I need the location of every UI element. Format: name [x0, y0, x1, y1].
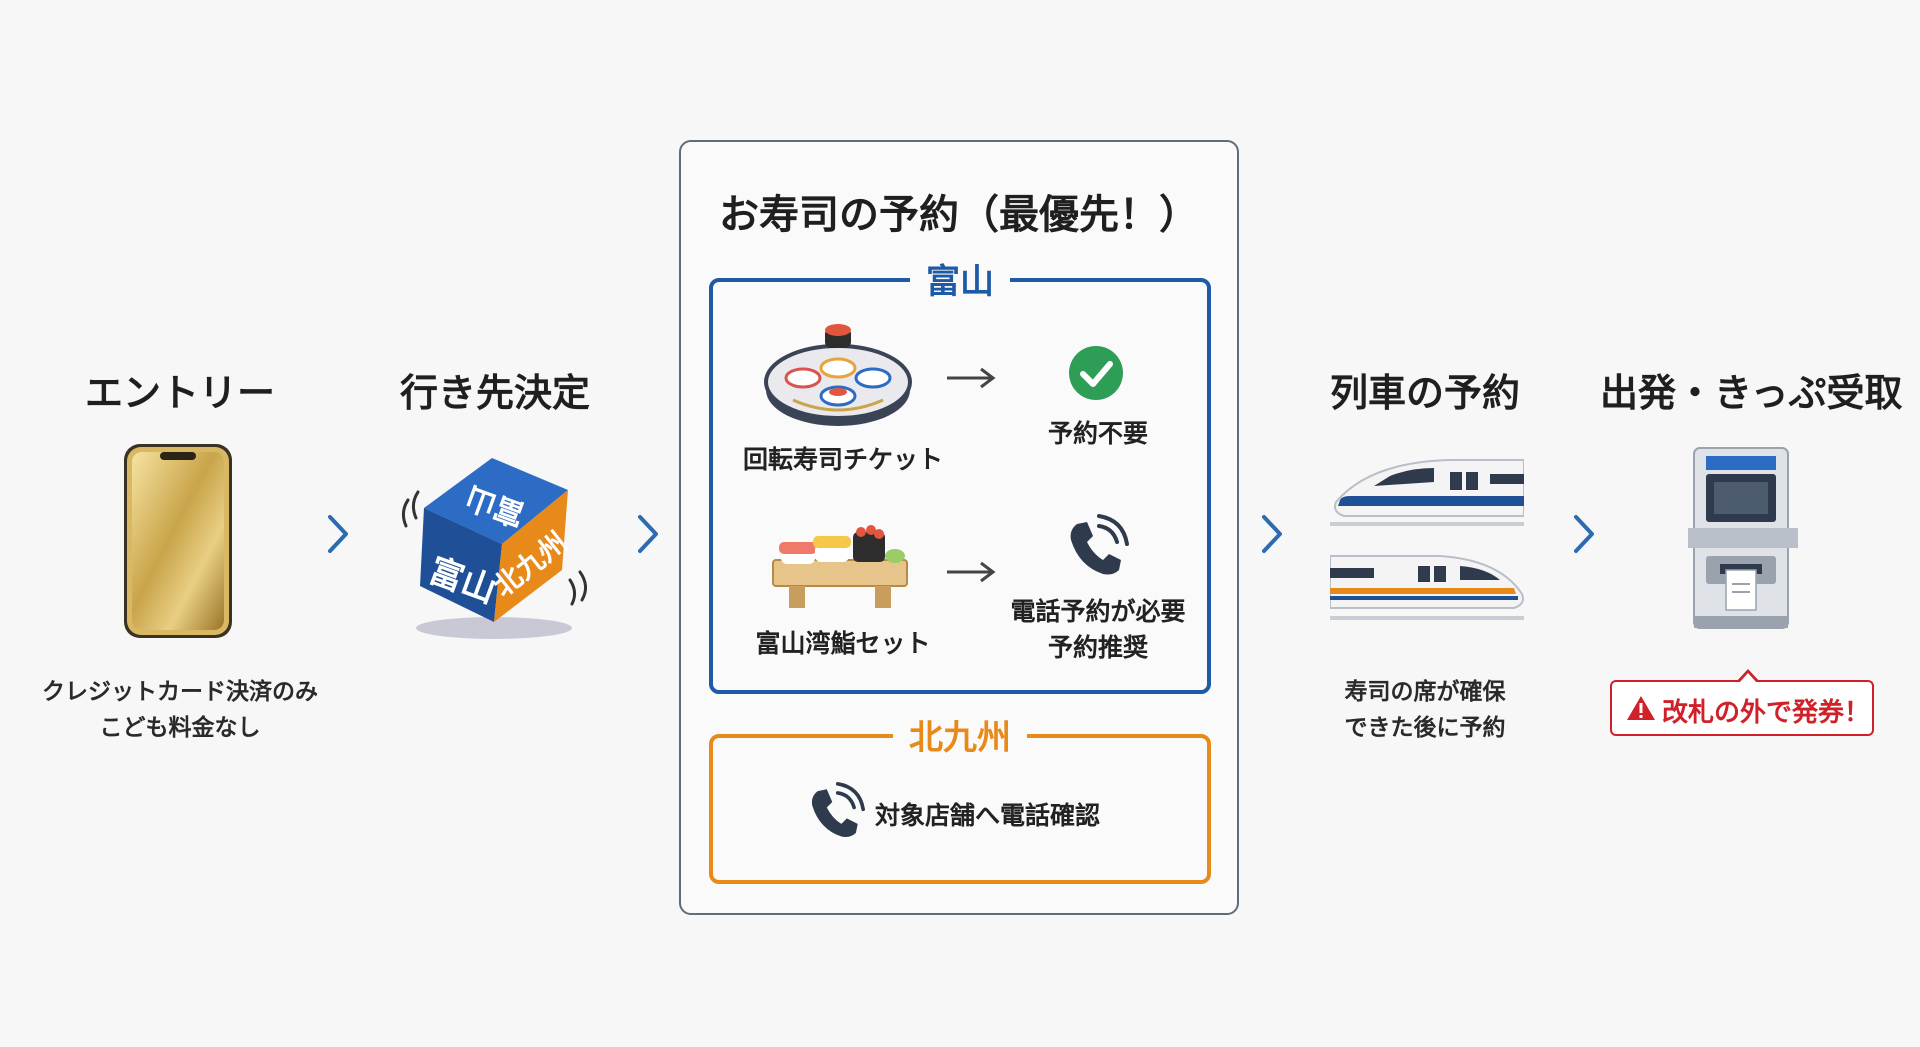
chevron-right-icon: [328, 515, 348, 553]
toyama-box: 富山 回転寿司チケット 予約不要: [709, 262, 1213, 694]
entry-note: クレジットカード決済のみ こども料金なし: [30, 674, 330, 746]
chevron-right-icon: [638, 515, 658, 553]
toyama-row2-item: 富山湾鮨セット: [755, 629, 931, 658]
warning-text: 改札の外で発券！: [1662, 698, 1871, 728]
step-title-destination: 行き先決定: [399, 371, 590, 415]
check-circle-icon: [1069, 346, 1123, 400]
toyama-row1-item: 回転寿司チケット: [742, 445, 943, 474]
phone-call-icon: [1070, 514, 1129, 575]
chevron-right-icon: [1262, 515, 1282, 553]
entry-note-line2: こども料金なし: [99, 715, 261, 741]
chevron-right-icon: [1574, 515, 1594, 553]
bullet-train-icon: [1330, 459, 1524, 526]
train-note-line2: できた後に予約: [1344, 715, 1506, 741]
kitakyushu-box: 北九州 対象店舗へ電話確認: [709, 718, 1211, 884]
sushi-plate-icon: [764, 324, 912, 426]
train-note-line1: 寿司の席が確保: [1344, 679, 1506, 705]
warning-icon: [1627, 696, 1655, 720]
toyama-row2-result-line2: 予約推奨: [1047, 633, 1148, 662]
kitakyushu-heading: 北九州: [893, 718, 1027, 758]
ticket-machine-icon: [1688, 447, 1798, 629]
smartphone-icon: [124, 444, 232, 638]
dice-icon: 富山 富山 北九州: [401, 458, 587, 639]
arrow-right-icon: [947, 561, 996, 583]
step-title-entry: エントリー: [84, 371, 275, 415]
entry-note-line1: クレジットカード決済のみ: [42, 679, 318, 705]
toyama-row1-result: 予約不要: [1047, 419, 1148, 448]
warning-callout: 改札の外で発券！: [1610, 669, 1874, 736]
phone-call-icon: [811, 782, 865, 837]
kitakyushu-action: 対象店舗へ電話確認: [875, 801, 1101, 830]
bullet-train-icon: [1330, 555, 1524, 620]
toyama-row2-result: 電話予約が必要 予約推奨: [983, 594, 1213, 666]
sushi-panel-title: お寿司の予約（最優先！）: [719, 192, 1199, 238]
step-title-train: 列車の予約: [1329, 371, 1520, 415]
train-note: 寿司の席が確保 できた後に予約: [1290, 674, 1560, 746]
toyama-row2-result-line1: 電話予約が必要: [1010, 597, 1186, 626]
sushi-reservation-panel: お寿司の予約（最優先！） 富山 回転寿司チケット 予約不要: [679, 140, 1239, 915]
sushi-set-icon: [772, 525, 908, 608]
toyama-heading: 富山: [910, 262, 1010, 302]
step-title-depart: 出発・きっぷ受取: [1600, 371, 1903, 415]
arrow-right-icon: [947, 367, 996, 389]
